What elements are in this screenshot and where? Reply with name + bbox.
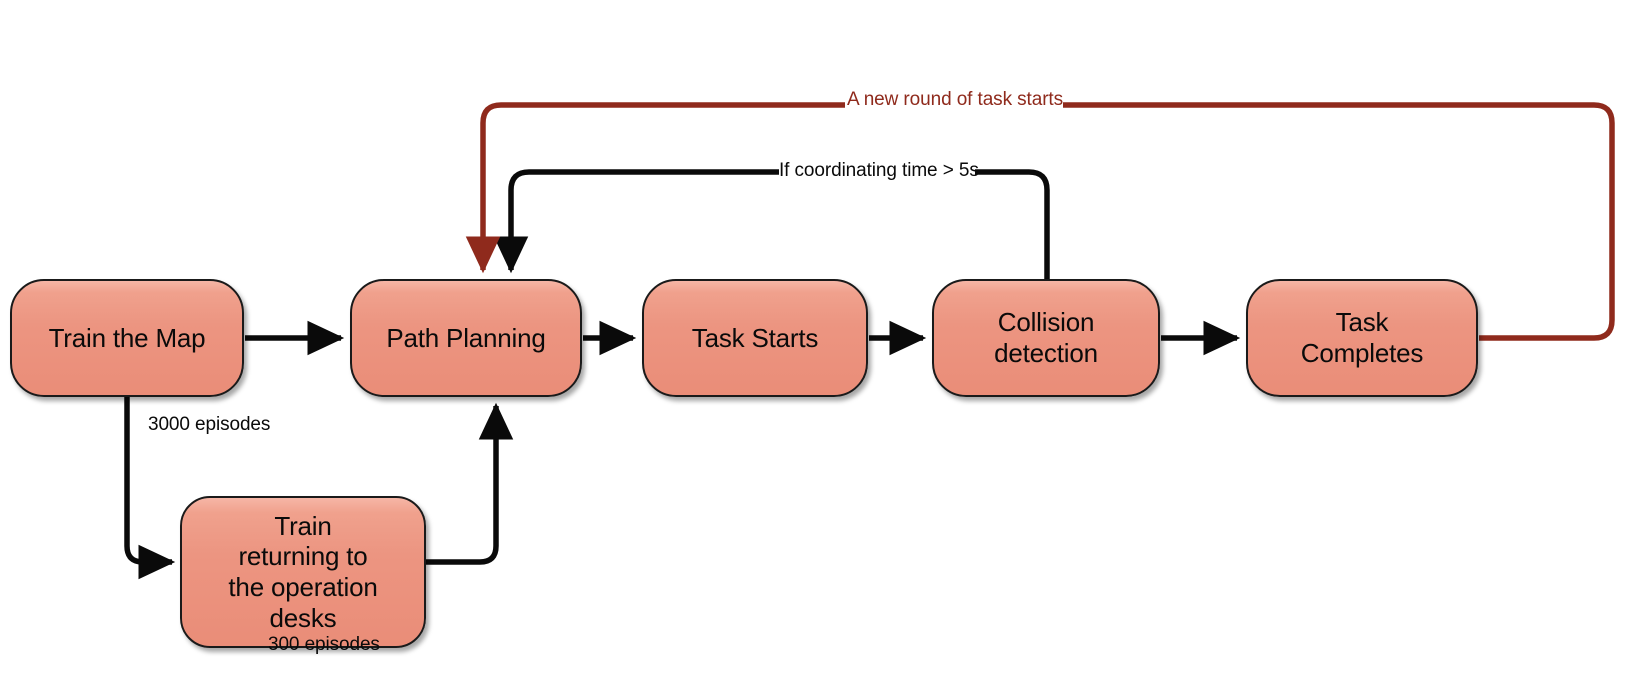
- node-train-the-map-label: Train the Map: [48, 322, 206, 353]
- node-task-starts[interactable]: Task Starts: [642, 279, 868, 397]
- node-train-returning-to-operation-desks[interactable]: Train returning to the operation desks: [180, 496, 426, 648]
- edge-collision-retry-loop-right: [975, 169, 1050, 279]
- node-collision-detection[interactable]: Collision detection: [932, 279, 1160, 397]
- edge-new-round-loop-left: [465, 102, 845, 274]
- node-path-planning-label: Path Planning: [386, 322, 546, 353]
- edge-label-new-round-of-task: A new round of task starts: [847, 89, 1064, 110]
- edge-label-coordinating-time: If coordinating time > 5s: [779, 160, 979, 181]
- edge-label-300-episodes: 300 episodes: [268, 634, 380, 655]
- node-task-completes-label: Task Completes: [1300, 307, 1424, 368]
- edge-map-to-returning: [124, 397, 176, 580]
- node-task-starts-label: Task Starts: [691, 322, 819, 353]
- edge-label-3000-episodes: 3000 episodes: [148, 414, 271, 435]
- node-train-the-map[interactable]: Train the Map: [10, 279, 244, 397]
- node-path-planning[interactable]: Path Planning: [350, 279, 582, 397]
- edge-new-round-loop-right: [1063, 102, 1615, 341]
- node-collision-detection-label: Collision detection: [994, 307, 1098, 368]
- edge-collision-retry-loop-left: [493, 169, 779, 274]
- node-task-completes[interactable]: Task Completes: [1246, 279, 1478, 397]
- edge-returning-to-planning: [426, 402, 514, 565]
- node-train-returning-label: Train returning to the operation desks: [228, 510, 378, 633]
